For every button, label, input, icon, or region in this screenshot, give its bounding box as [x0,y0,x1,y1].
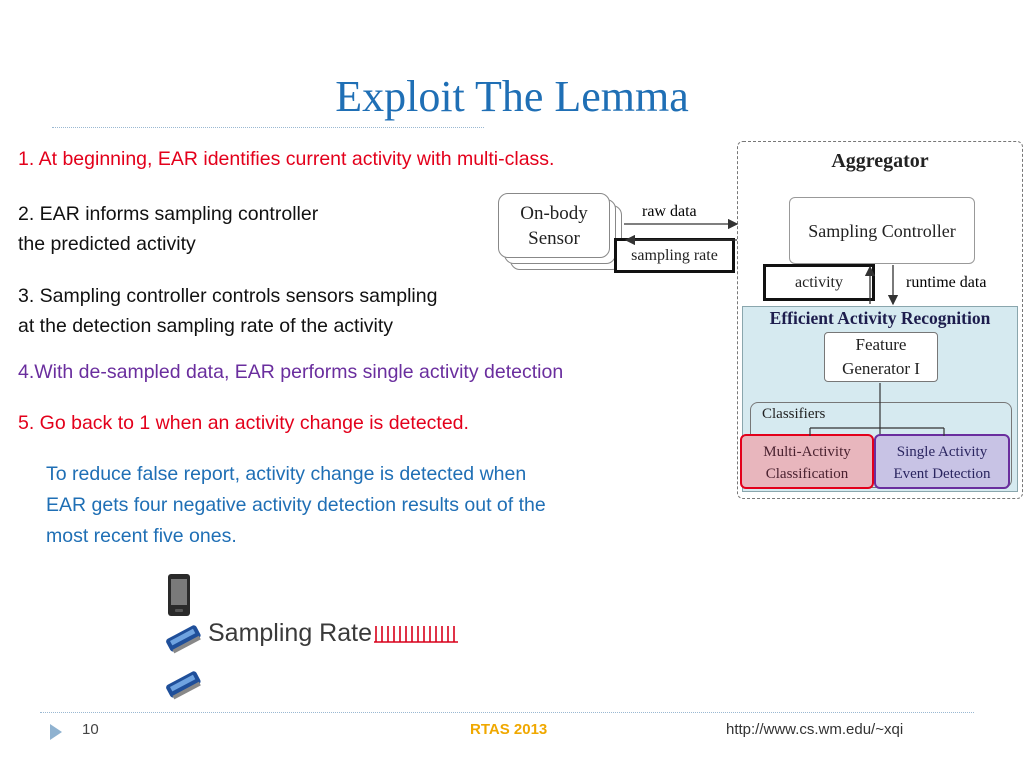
sampling-rate-illustration-label: Sampling Rate [208,619,372,647]
activity-box: activity [763,264,875,301]
feature-generator-box: Feature Generator I [824,332,938,382]
sensor-mote-icon-2 [166,671,201,700]
ear-title: Efficient Activity Recognition [769,308,991,328]
footer-triangle-icon [50,724,62,740]
feature-generator-line-1: Feature [855,335,907,354]
note-line-2: EAR gets four negative activity detectio… [46,494,546,516]
slide-title: Exploit The Lemma [335,72,689,121]
step-4-text: 4.With de-sampled data, EAR performs sin… [18,361,564,383]
sensor-line-2: Sensor [528,228,580,249]
single-activity-detection-box: Single Activity Event Detection [874,434,1010,489]
footer-url[interactable]: http://www.cs.wm.edu/~xqi [726,721,904,738]
sampling-illustration [166,574,458,700]
classifiers-label: Classifiers [762,406,826,422]
step-2-line-1: 2. EAR informs sampling controller [18,203,319,225]
multi-activity-line-1: Multi-Activity [763,444,851,460]
single-activity-line-2: Event Detection [893,466,991,482]
footer-conference: RTAS 2013 [470,721,548,738]
multi-activity-classification-box: Multi-Activity Classification [740,434,874,489]
sensor-line-1: On-body [520,203,588,224]
page-number: 10 [82,721,99,738]
title-divider [52,127,484,128]
step-1-text: 1. At beginning, EAR identifies current … [18,148,555,170]
step-3-line-2: at the detection sampling rate of the ac… [18,315,394,337]
step-5-text: 5. Go back to 1 when an activity change … [18,412,469,434]
runtime-data-label: runtime data [906,274,987,291]
aggregator-title: Aggregator [831,150,929,172]
phone-icon [168,574,190,616]
sensor-mote-icon-1 [166,625,201,654]
on-body-sensor-box: On-body Sensor [498,193,610,258]
feature-generator-line-2: Generator I [842,359,920,378]
multi-activity-line-2: Classification [765,466,849,482]
raw-data-label: raw data [642,203,697,220]
single-activity-line-1: Single Activity [896,444,988,460]
sampling-pulses-icon [374,626,458,643]
note-line-3: most recent five ones. [46,525,237,547]
step-3-line-1: 3. Sampling controller controls sensors … [18,285,438,307]
step-2-line-2: the predicted activity [18,233,196,255]
footer-divider [40,712,974,713]
sampling-controller-box: Sampling Controller [789,197,975,264]
note-line-1: To reduce false report, activity change … [46,463,527,485]
